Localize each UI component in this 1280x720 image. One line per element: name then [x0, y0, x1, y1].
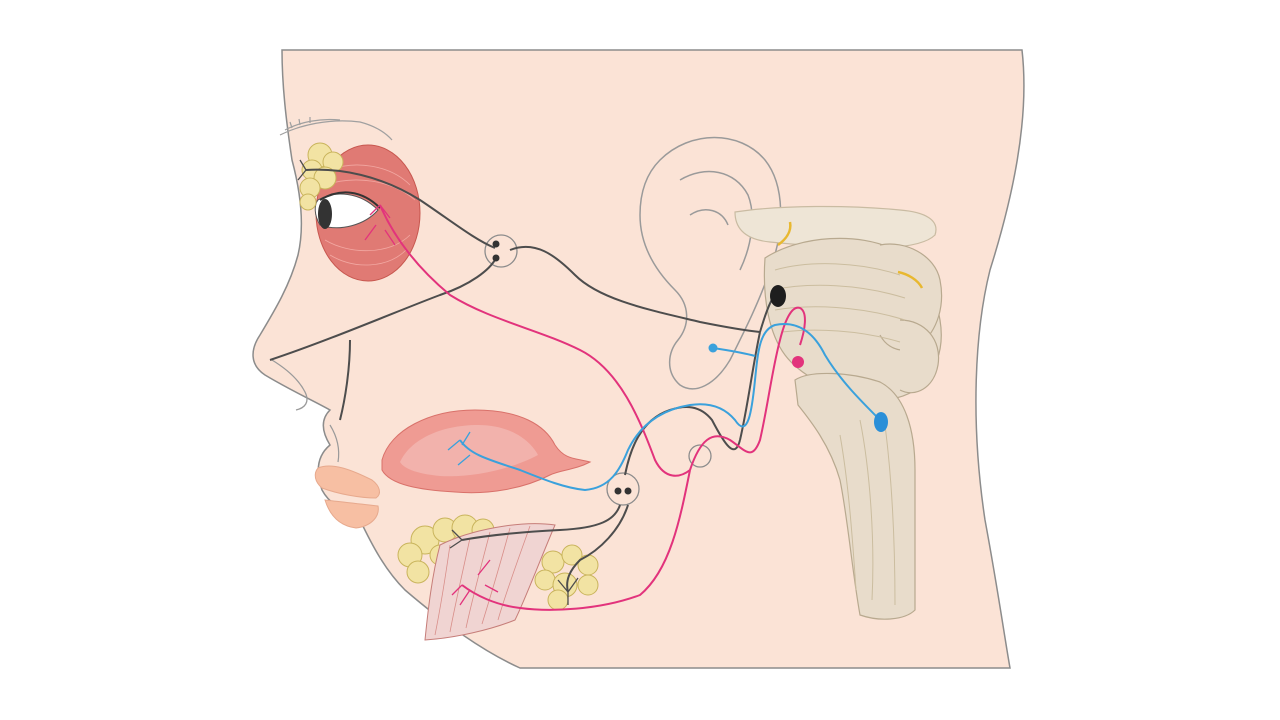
yellow-nucleus-2 — [897, 270, 924, 289]
motor-nerve-path — [269, 168, 779, 593]
upper-lip — [314, 465, 380, 499]
blue-branches — [447, 431, 471, 466]
geniculate-ganglion-ring — [688, 444, 712, 468]
tongue-muscle — [424, 523, 556, 641]
parasympathetic-nerve-path — [379, 204, 806, 611]
lower-lip — [324, 499, 379, 529]
motor-branch-twigs — [297, 159, 579, 605]
sublingual-gland — [534, 544, 599, 611]
yellow-nucleus-1 — [777, 221, 792, 247]
solitary-nucleus — [874, 412, 888, 432]
nasolabial-line — [329, 424, 340, 463]
facial-motor-nucleus — [770, 285, 786, 307]
eyelashes — [319, 191, 381, 209]
magenta-branches — [364, 204, 499, 606]
lacrimal-gland — [299, 142, 344, 211]
tongue-muscle-striations — [434, 525, 531, 636]
ganglion-synapse-dots — [492, 240, 632, 495]
pterygopalatine-ganglion — [484, 234, 518, 268]
sensory-nerve-path — [459, 323, 881, 492]
nasal-mucosa-highlight — [400, 425, 538, 477]
nose-line — [271, 359, 308, 411]
superior-salivatory-nucleus — [792, 356, 804, 368]
eyebrow — [279, 117, 393, 141]
submandibular-ganglion — [606, 472, 640, 506]
eye-iris — [318, 199, 332, 229]
ear — [639, 136, 782, 390]
